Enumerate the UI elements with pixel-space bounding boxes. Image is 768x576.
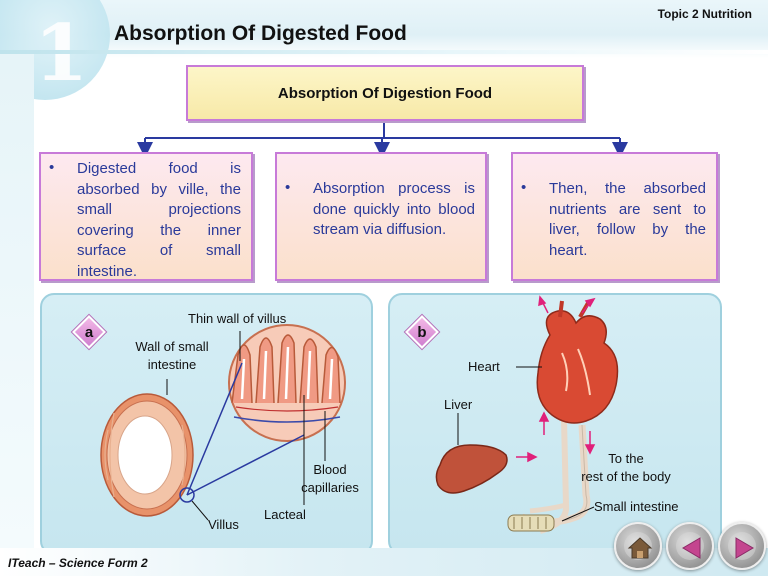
label-villus: Villus (208, 517, 239, 532)
triangle-right-icon (735, 537, 754, 559)
label-thin-wall-of-villus: Thin wall of villus (188, 311, 287, 326)
label-blood-capillaries-1: Blood (313, 462, 347, 477)
info-box-3: • Then, the absorbed nutrients are sent … (511, 152, 718, 281)
bullet-3: • (521, 179, 527, 196)
back-button[interactable] (666, 522, 714, 570)
home-button[interactable] (614, 522, 662, 570)
label-wall-of-small-intestine-2: intestine (147, 357, 197, 372)
label-to-rest-of-body-1: To the (608, 451, 644, 466)
badge-a: a (72, 315, 106, 349)
circulation-diagram (435, 295, 619, 534)
label-to-rest-of-body-2: rest of the body (581, 469, 671, 484)
info-box-2: • Absorption process is done quickly int… (275, 152, 487, 281)
label-liver: Liver (444, 397, 473, 412)
header-divider (0, 50, 768, 54)
label-wall-of-small-intestine-1: Wall of small (135, 339, 209, 354)
home-icon (627, 537, 653, 559)
badge-a-letter: a (84, 323, 94, 341)
badge-b-letter: b (417, 323, 427, 341)
bullet-2: • (285, 179, 291, 196)
triangle-left-icon (682, 537, 701, 559)
topic-label: Topic 2 Nutrition (657, 7, 752, 21)
header-band (0, 0, 768, 58)
info-box-1: • Digested food is absorbed by ville, th… (39, 152, 253, 281)
footer-text: ITeach – Science Form 2 (8, 556, 148, 570)
intestine-cross-section (100, 393, 194, 517)
villus-magnified (228, 324, 346, 442)
label-lacteal: Lacteal (264, 507, 306, 522)
bullet-1: • (49, 159, 55, 176)
concept-root-box: Absorption Of Digestion Food (186, 65, 584, 121)
villus-diagram (100, 324, 346, 521)
flow-arrows (516, 295, 596, 463)
small-intestine-icon (507, 514, 555, 532)
info-text-2: Absorption process is done quickly into … (313, 180, 475, 238)
info-text-1: Digested food is absorbed by ville, the … (77, 160, 241, 280)
badge-b: b (405, 315, 439, 349)
label-heart: Heart (468, 359, 500, 374)
heart-icon (536, 300, 619, 424)
page-title: Absorption Of Digested Food (114, 22, 407, 45)
diagram-panel-a: a (40, 293, 373, 555)
diagram-panel-b: b (388, 293, 722, 555)
label-small-intestine: Small intestine (594, 499, 679, 514)
info-text-3: Then, the absorbed nutrients are sent to… (549, 180, 706, 259)
forward-button[interactable] (718, 522, 766, 570)
label-blood-capillaries-2: capillaries (301, 480, 359, 495)
left-band (0, 54, 34, 548)
liver-icon (435, 444, 508, 494)
